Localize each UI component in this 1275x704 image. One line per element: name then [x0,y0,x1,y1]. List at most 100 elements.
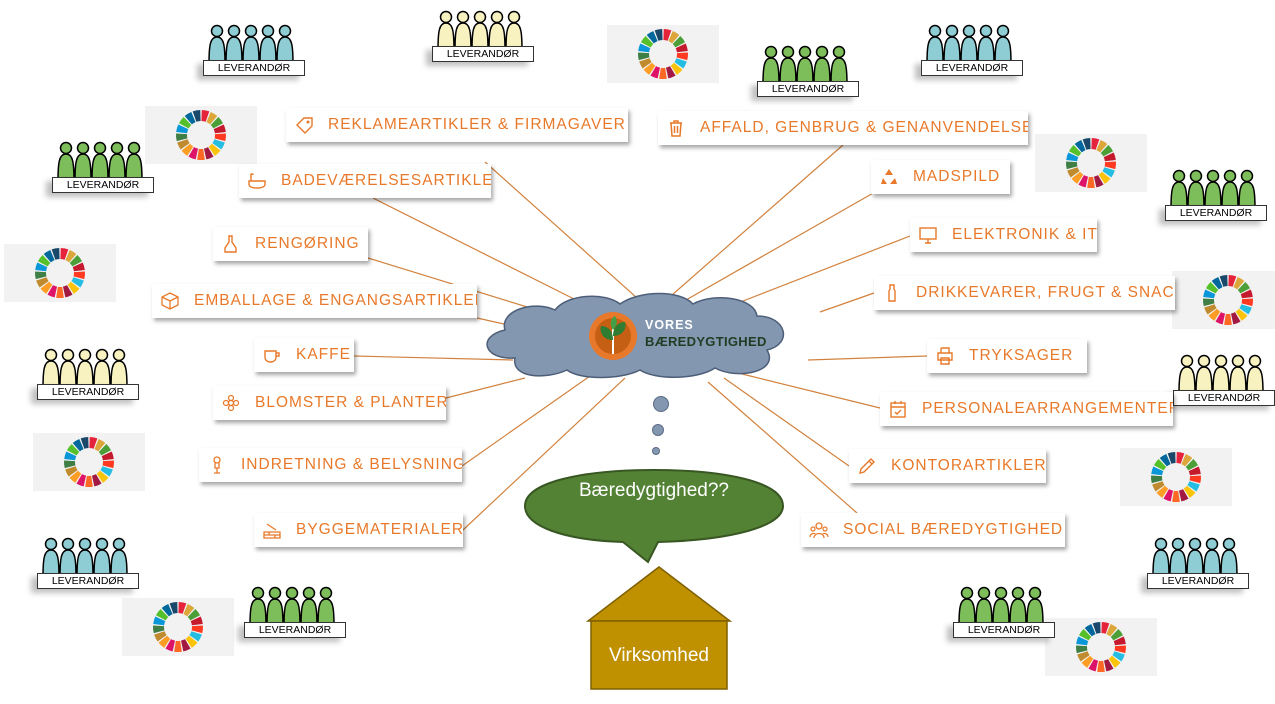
sdg-segment [1230,312,1241,325]
sdg-segment [80,437,89,449]
connector-line [819,292,875,313]
supplier-group: LEVERANDØR [203,24,307,76]
supplier-label: LEVERANDØR [1173,390,1275,406]
sdg-segment [1078,175,1089,188]
printer-icon [935,346,955,366]
sdg-wheel-icon [1076,622,1126,672]
sdg-segment [158,635,171,648]
tag-icon [294,115,314,135]
sdg-segment [1082,138,1091,150]
sdg-segment [190,616,203,626]
person-head [962,24,976,38]
connector-line [707,381,858,514]
sdg-segment [1159,453,1171,467]
supplier-group: LEVERANDØR [37,537,141,589]
sdg-segment [65,466,78,477]
flower-icon [221,393,241,413]
person-head [95,537,109,551]
category-badevaerelse: BADEVÆRELSESARTIKLER [239,164,491,198]
sdg-segment [665,66,676,79]
sdg-segment [1237,282,1251,294]
supplier-group: LEVERANDØR [953,586,1057,638]
person-head [61,537,75,551]
sdg-segment [1181,453,1193,467]
sdg-segment [1185,459,1199,471]
sdg-wheel-icon [64,437,114,487]
sdg-segment [60,248,69,260]
sdg-segment [1106,623,1118,637]
connector-line [462,377,626,531]
sdg-segment [1084,623,1096,637]
pencil-icon-glyph [859,458,875,474]
people-icon [809,520,829,540]
category-label: BADEVÆRELSESARTIKLER [281,172,491,189]
supplier-group: LEVERANDØR [1165,169,1269,221]
person-head [960,586,974,600]
supplier-label: LEVERANDØR [432,46,534,62]
supplier-people-icon [37,537,141,577]
sdg-segment [1112,651,1125,662]
thought-dot [652,447,660,455]
person-head [78,348,92,362]
supplier-label: LEVERANDØR [1147,573,1249,589]
sdg-wheel [145,106,257,164]
person-head [44,537,58,551]
category-label: BLOMSTER & PLANTER [255,394,446,411]
supplier-people-icon [432,10,536,50]
house-label: Virksomhed [609,645,709,666]
sdg-segment [646,30,658,44]
category-label: SOCIAL BÆREDYGTIGHED [843,521,1064,538]
supplier-group: LEVERANDØR [37,348,141,400]
person-head [127,141,141,155]
person-head [439,10,453,24]
person-head [832,45,846,59]
sdg-segment [64,451,77,461]
supplier-people-icon [921,24,1025,64]
person-head [110,141,124,155]
calendar-icon-glyph [890,401,906,418]
sdg-segment [62,285,73,298]
speech-bubble [523,468,785,564]
person-head [1240,169,1254,183]
coffee-icon-glyph [264,350,280,363]
lamp-icon [207,455,227,475]
sdg-segment [1189,475,1201,484]
bubble-text: Bæredygtighed?? [579,480,729,501]
category-elektronik: ELEKTRONIK & IT [910,218,1097,252]
sdg-segment [1103,659,1114,672]
sdg-segment [102,460,114,469]
sdg-segment [1108,655,1121,668]
sdg-segment [1068,145,1082,157]
sdg-segment [201,110,210,122]
calendar-icon [888,399,908,419]
sdg-segment [638,52,650,61]
supplier-people-icon [1147,537,1251,577]
category-bygge: BYGGEMATERIALER [254,513,463,547]
category-label: BYGGEMATERIALER [296,521,463,538]
trash-icon-glyph [670,120,682,137]
sdg-segment [1204,304,1217,315]
supplier-people-icon [244,586,348,626]
category-label: INDRETNING & BELYSNING [241,456,462,473]
sdg-segment [1098,171,1111,184]
sdg-segment [672,36,686,48]
person-head [1011,586,1025,600]
sdg-segment [64,460,76,469]
sdg-segment [1076,636,1089,646]
person-head [95,348,109,362]
person-head [1206,169,1220,183]
sdg-segment [1152,481,1165,492]
category-label: MADSPILD [913,168,1001,185]
person-head [93,141,107,155]
supplier-group: LEVERANDØR [757,45,861,97]
box-icon-glyph [161,292,179,310]
category-label: DRIKKEVARER, FRUGT & SNACKS [916,284,1175,301]
person-head [490,10,504,24]
sdg-segment [161,603,173,617]
person-head [945,24,959,38]
sdg-wheel-icon [1203,275,1253,325]
sdg-segment [1233,276,1245,290]
sdg-segment [98,444,112,456]
sdg-segment [1097,660,1105,672]
supplier-group: LEVERANDØR [432,10,536,62]
